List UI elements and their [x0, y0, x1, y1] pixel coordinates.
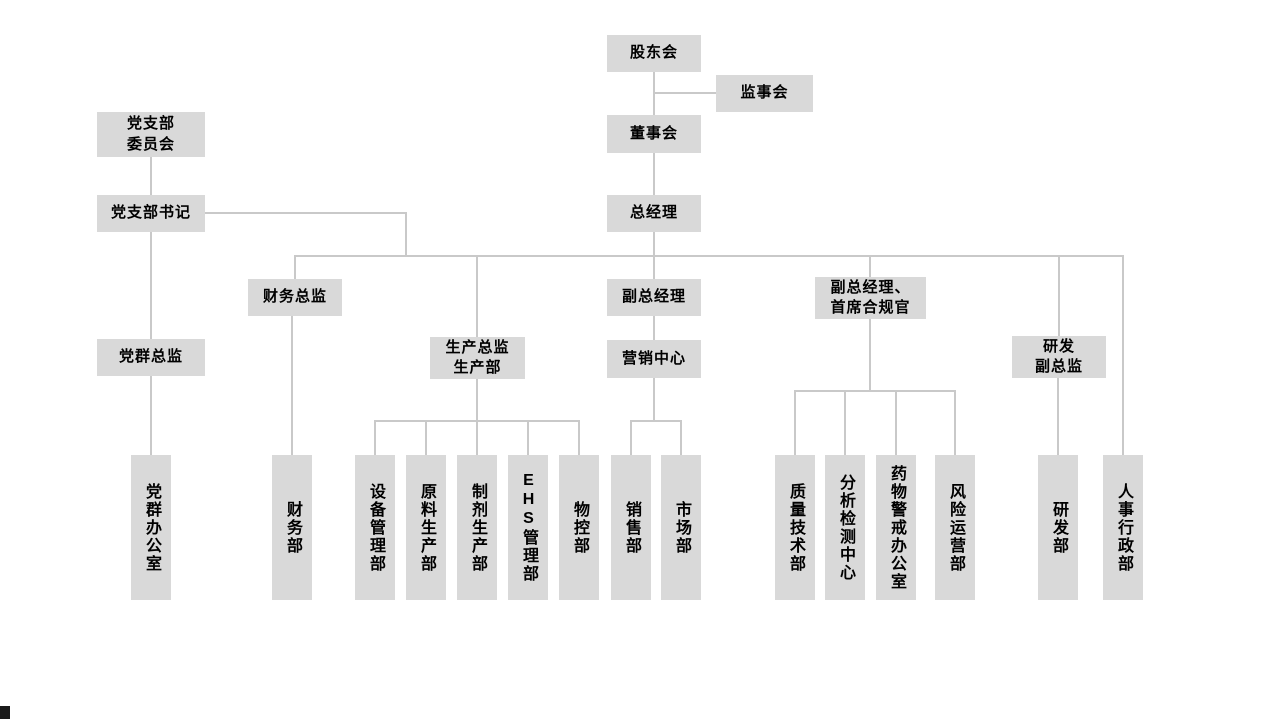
node-party-mass-director: 党群总监: [97, 339, 205, 376]
node-marketing-center: 营销中心: [607, 340, 701, 378]
corner-artifact: [0, 706, 10, 719]
connector-drop-hr-admin: [1122, 255, 1124, 455]
connector-drop-equipment: [374, 420, 376, 455]
connector-party-mass-director-office: [150, 376, 152, 455]
node-finance-director: 财务总监: [248, 279, 342, 316]
connector-distribution-bus: [294, 255, 1124, 257]
connector-drop-pharmacovigilance: [895, 390, 897, 455]
connector-drop-raw-material: [425, 420, 427, 455]
node-supervisory-board: 监事会: [716, 75, 813, 112]
node-party-mass-office: 党群办公室: [131, 455, 171, 600]
node-ehs-management-dept: EHS管理部: [508, 455, 548, 600]
connector-committee-secretary: [150, 157, 152, 195]
connector-production-drop: [476, 379, 478, 422]
node-general-manager: 总经理: [607, 195, 701, 232]
node-party-branch-committee: 党支部 委员会: [97, 112, 205, 157]
node-production-director: 生产总监 生产部: [430, 337, 525, 379]
connector-compliance-bus: [794, 390, 956, 392]
connector-deputy-gm-marketing: [653, 316, 655, 340]
connector-party-secretary-branch-h: [205, 212, 407, 214]
connector-drop-risk: [954, 390, 956, 455]
connector-secretary-party-mass-director: [150, 232, 152, 339]
connector-supervisory-branch: [654, 92, 716, 94]
node-risk-operations-dept: 风险运营部: [935, 455, 975, 600]
connector-marketing-drop: [653, 378, 655, 422]
node-market-dept: 市场部: [661, 455, 701, 600]
connector-finance-director-dept: [291, 316, 293, 455]
connector-board-gm: [653, 153, 655, 195]
node-pharmacovigilance-office: 药物警戒办公室: [876, 455, 916, 600]
node-analysis-testing-center: 分析检测中心: [825, 455, 865, 600]
node-party-branch-secretary: 党支部书记: [97, 195, 205, 232]
node-hr-admin-dept: 人事行政部: [1103, 455, 1143, 600]
node-preparation-production-dept: 制剂生产部: [457, 455, 497, 600]
node-rd-dept: 研发部: [1038, 455, 1078, 600]
connector-drop-market: [680, 420, 682, 455]
connector-drop-quality: [794, 390, 796, 455]
node-deputy-general-manager: 副总经理: [607, 279, 701, 316]
connector-rd-deputy-dept: [1057, 378, 1059, 455]
connector-drop-analysis: [844, 390, 846, 455]
node-board-of-directors: 董事会: [607, 115, 701, 153]
node-raw-material-production-dept: 原料生产部: [406, 455, 446, 600]
connector-drop-preparation: [476, 420, 478, 455]
connector-compliance-drop: [869, 319, 871, 392]
node-material-control-dept: 物控部: [559, 455, 599, 600]
node-equipment-management-dept: 设备管理部: [355, 455, 395, 600]
connector-drop-material-control: [578, 420, 580, 455]
connector-drop-sales: [630, 420, 632, 455]
node-quality-technology-dept: 质量技术部: [775, 455, 815, 600]
node-rd-deputy-director: 研发 副总监: [1012, 336, 1106, 378]
connector-drop-production-director: [476, 255, 478, 337]
connector-party-secretary-branch-v: [405, 212, 407, 257]
node-sales-dept: 销售部: [611, 455, 651, 600]
node-finance-dept: 财务部: [272, 455, 312, 600]
node-shareholders-meeting: 股东会: [607, 35, 701, 72]
node-deputy-gm-chief-compliance-officer: 副总经理、 首席合规官: [815, 277, 926, 319]
connector-marketing-bus: [630, 420, 682, 422]
connector-drop-ehs: [527, 420, 529, 455]
connector-drop-rd-deputy: [1058, 255, 1060, 336]
connector-drop-finance-director: [294, 255, 296, 279]
connector-drop-compliance: [869, 255, 871, 277]
